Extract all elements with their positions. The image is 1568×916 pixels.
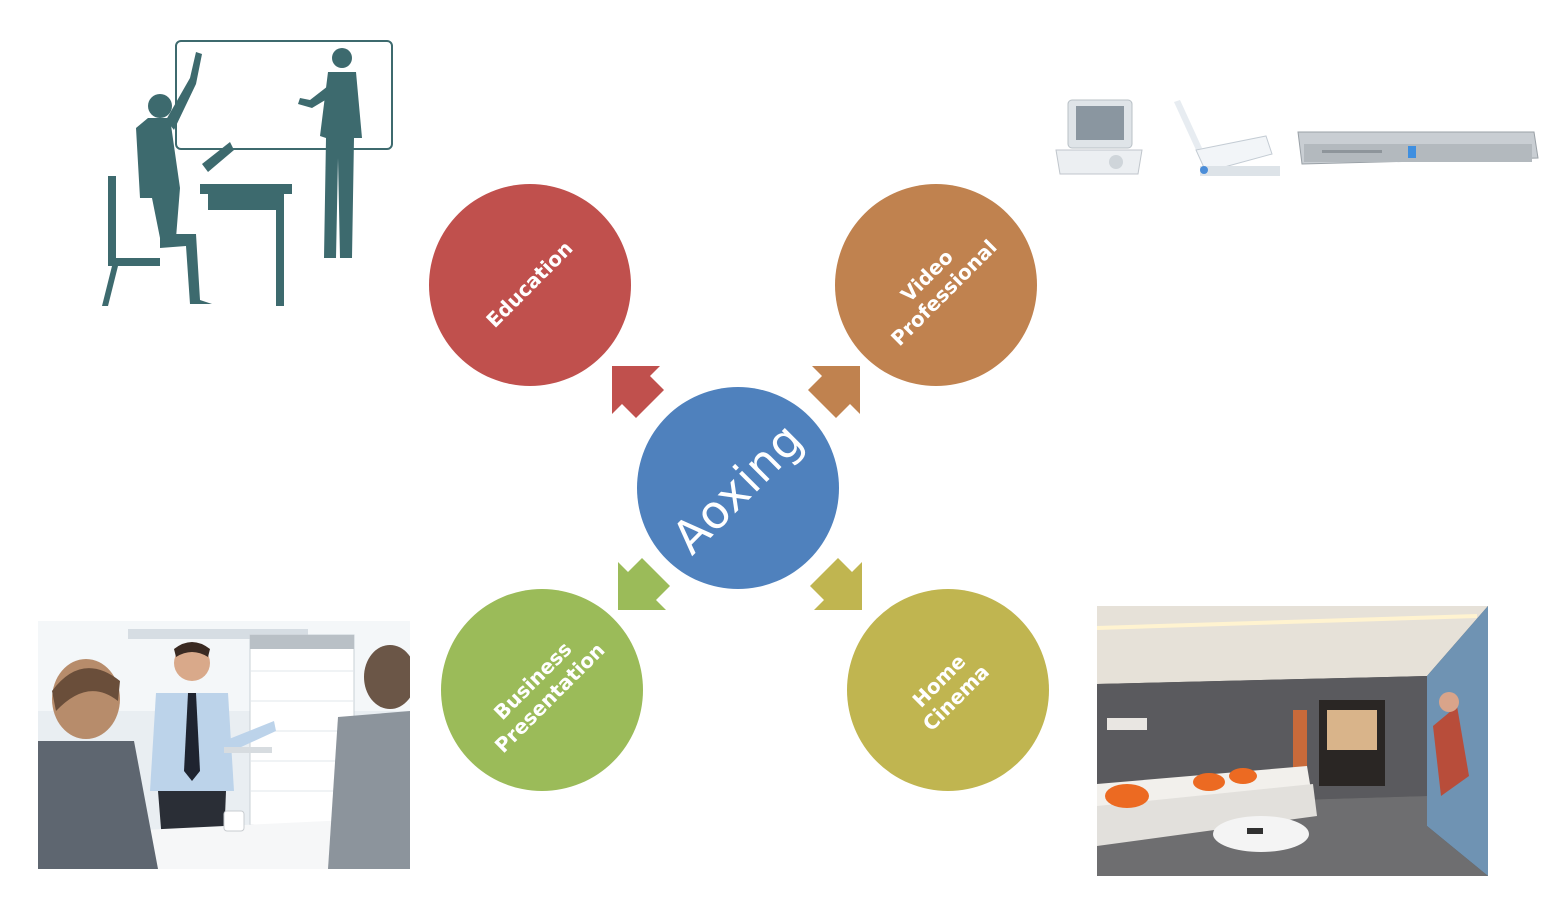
node-home-cinema: Home Cinema: [847, 589, 1049, 791]
arrow-to-education: [612, 366, 664, 418]
arrow-to-video: [808, 366, 860, 418]
node-video-professional: Video Professional: [835, 184, 1037, 386]
node-education-label: Education: [481, 236, 578, 333]
node-business-presentation-label: Business Presentation: [489, 637, 610, 758]
home-theater-photo: [1097, 606, 1488, 876]
node-education: Education: [429, 184, 631, 386]
classroom-silhouette-icon: [100, 38, 396, 310]
arrow-to-home: [810, 558, 862, 610]
node-video-professional-label: Video Professional: [885, 234, 1002, 351]
node-aoxing-hub: Aoxing: [637, 387, 839, 589]
node-home-cinema-label: Home Cinema: [907, 649, 994, 736]
node-aoxing-hub-label: Aoxing: [661, 411, 815, 565]
arrow-to-business: [618, 558, 670, 610]
video-devices-icon: [1046, 92, 1542, 214]
business-meeting-photo: [38, 621, 410, 869]
node-business-presentation: Business Presentation: [441, 589, 643, 791]
